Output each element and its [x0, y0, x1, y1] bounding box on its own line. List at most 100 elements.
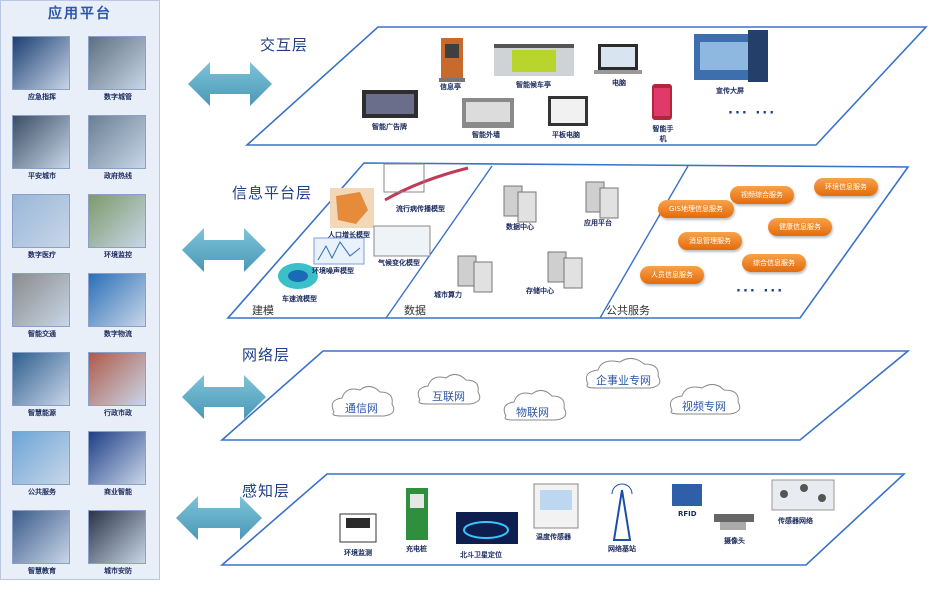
- arrow-network: [182, 375, 266, 419]
- app-thumbnail: [12, 273, 70, 327]
- data-center-label: 城市算力: [434, 291, 462, 299]
- app-item-label: 应急指挥: [28, 93, 56, 101]
- computer-illustration: [594, 44, 642, 74]
- cloud-communication: [331, 386, 395, 417]
- kiosk-illustration: [439, 38, 465, 82]
- app-item[interactable]: 数字医疗: [12, 194, 72, 260]
- app-item[interactable]: 智慧教育: [12, 510, 72, 576]
- app-item[interactable]: 政府热线: [88, 115, 148, 181]
- app-thumbnail: [12, 36, 70, 90]
- device-label: 电脑: [612, 79, 626, 87]
- app-platform-title: 应用平台: [48, 6, 112, 22]
- modeling-illustrations: [278, 163, 469, 289]
- app-thumbnail: [88, 36, 146, 90]
- arrow-interaction: [188, 62, 272, 106]
- app-item[interactable]: 城市安防: [88, 510, 148, 576]
- device-label: 智能手机: [652, 125, 674, 143]
- app-thumbnail: [88, 273, 146, 327]
- model-label: 人口增长模型: [328, 231, 370, 239]
- model-label: 环境噪声模型: [312, 267, 354, 275]
- perception-layer-title: 感知层: [242, 482, 291, 500]
- big-screen-illustration: [694, 30, 768, 82]
- temperature-sensor-illustration: [533, 483, 579, 529]
- device-label: 信息亭: [440, 83, 461, 91]
- app-thumbnail: [12, 431, 70, 485]
- network-layer-frame: [219, 350, 911, 441]
- model-label: 流行病传播模型: [396, 205, 445, 213]
- arrow-perception: [176, 496, 262, 540]
- service-pill: 人员信息服务: [640, 266, 704, 284]
- info-platform-layer-title: 信息平台层: [232, 184, 313, 202]
- camera-illustration: [714, 514, 754, 530]
- base-station-illustration: [611, 483, 633, 541]
- app-item-label: 城市安防: [104, 567, 132, 575]
- app-item[interactable]: 公共服务: [12, 431, 72, 497]
- cloud-internet: [417, 374, 481, 405]
- sensor-label: 网络基站: [608, 545, 636, 553]
- app-item-label: 公共服务: [28, 488, 56, 496]
- app-item-label: 数字城管: [104, 93, 132, 101]
- app-item[interactable]: 智慧能源: [12, 352, 72, 418]
- app-thumbnail: [12, 194, 70, 248]
- app-item-label: 平安城市: [28, 172, 56, 180]
- beidou-illustration: [456, 512, 518, 544]
- app-item[interactable]: 数字物流: [88, 273, 148, 339]
- sensor-label: 摄像头: [724, 537, 745, 545]
- sensor-label: RFID: [678, 510, 697, 518]
- model-label: 车速流模型: [282, 295, 317, 303]
- charging-pile-illustration: [406, 488, 428, 540]
- server-data-center: [503, 185, 537, 223]
- sensor-label: 北斗卫星定位: [460, 551, 502, 559]
- app-thumbnail: [88, 431, 146, 485]
- section-public-service: 公共服务: [606, 304, 650, 317]
- app-item-label: 智能交通: [28, 330, 56, 338]
- app-item-label: 环境监控: [104, 251, 132, 259]
- data-center-label: 存储中心: [526, 287, 554, 295]
- data-center-label: 数据中心: [506, 223, 534, 231]
- cloud-label: 企事业专网: [596, 374, 651, 387]
- app-item-label: 智慧能源: [28, 409, 56, 417]
- app-item-label: 政府热线: [104, 172, 132, 180]
- sensor-label: 温度传感器: [536, 533, 571, 541]
- device-label: 平板电脑: [552, 131, 580, 139]
- app-thumbnail: [12, 352, 70, 406]
- app-thumbnail: [88, 510, 146, 564]
- interaction-ellipsis: ··· ···: [728, 106, 777, 121]
- sensor-label: 传感器网络: [778, 517, 813, 525]
- service-pill: GIS地理信息服务: [658, 200, 734, 218]
- model-label: 气候变化模型: [378, 259, 420, 267]
- device-label: 智能候车亭: [516, 81, 551, 89]
- ad-board-illustration: [362, 90, 418, 118]
- app-item[interactable]: 环境监控: [88, 194, 148, 260]
- app-item[interactable]: 行政市政: [88, 352, 148, 418]
- app-item[interactable]: 应急指挥: [12, 36, 72, 102]
- server-storage-center: [547, 251, 583, 289]
- sensor-label: 环境监测: [344, 549, 372, 557]
- phone-illustration: [652, 84, 672, 120]
- cloud-iot: [503, 390, 567, 421]
- app-item[interactable]: 商业智能: [88, 431, 148, 497]
- interaction-layer-title: 交互层: [260, 36, 309, 54]
- app-thumbnail: [88, 194, 146, 248]
- service-ellipsis: ··· ···: [736, 284, 785, 299]
- network-layer-title: 网络层: [242, 346, 291, 364]
- app-item-label: 数字物流: [104, 330, 132, 338]
- cloud-label: 物联网: [516, 406, 549, 419]
- smart-wall-illustration: [462, 98, 514, 128]
- app-thumbnail: [12, 510, 70, 564]
- app-thumbnail: [88, 352, 146, 406]
- cloud-enterprise: [585, 358, 661, 389]
- app-item-label: 行政市政: [104, 409, 132, 417]
- app-item[interactable]: 智能交通: [12, 273, 72, 339]
- application-platform-panel: 应用平台 应急指挥 数字城管平安城市 政府热线数字医疗环境监控智能交通 数字物流智慧能…: [0, 0, 160, 580]
- cloud-label: 互联网: [432, 390, 465, 403]
- service-pill: 健康信息服务: [768, 218, 832, 236]
- server-city-computing: [457, 255, 493, 293]
- app-item[interactable]: 平安城市: [12, 115, 72, 181]
- rfid-illustration: [672, 484, 702, 506]
- app-item-label: 商业智能: [104, 488, 132, 496]
- app-item[interactable]: 数字城管: [88, 36, 148, 102]
- service-pill: 环境信息服务: [814, 178, 878, 196]
- device-label: 宣传大屏: [716, 87, 744, 95]
